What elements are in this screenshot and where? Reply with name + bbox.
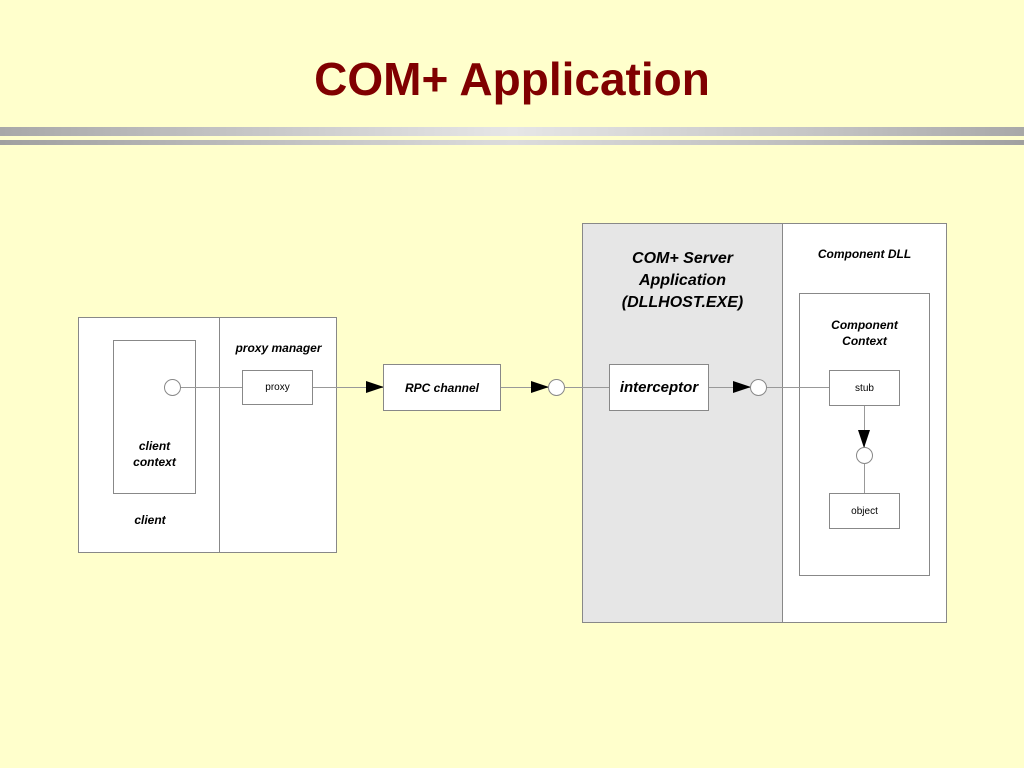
link-interface-to-object bbox=[864, 464, 865, 493]
server-application-panel bbox=[582, 223, 783, 623]
client-label: client bbox=[134, 513, 166, 527]
link-endpoint-to-stub bbox=[767, 387, 829, 388]
link-proxy-to-rpc bbox=[313, 387, 383, 388]
rpc-channel-box: RPC channel bbox=[383, 364, 501, 411]
arrow-to-server-endpoint-icon bbox=[531, 381, 549, 393]
server-application-label: COM+ Server Application (DLLHOST.EXE) bbox=[621, 250, 744, 311]
server-endpoint-icon bbox=[548, 379, 565, 396]
arrow-to-rpc-icon bbox=[366, 381, 384, 393]
interceptor-box: interceptor bbox=[609, 364, 709, 411]
object-interface-icon bbox=[856, 447, 873, 464]
client-interface-icon bbox=[164, 379, 181, 396]
title-divider-bottom bbox=[0, 140, 1024, 145]
component-context-label: Component Context bbox=[831, 318, 898, 348]
object-box: object bbox=[829, 493, 900, 529]
arrow-to-object-interface-icon bbox=[858, 430, 870, 448]
arrow-to-component-endpoint-icon bbox=[733, 381, 751, 393]
component-endpoint-icon bbox=[750, 379, 767, 396]
title-divider-top bbox=[0, 127, 1024, 136]
link-stub-to-object-interface bbox=[864, 406, 865, 447]
slide-title: COM+ Application bbox=[314, 53, 710, 105]
client-proxy-divider bbox=[219, 317, 220, 553]
link-interceptor-to-endpoint bbox=[709, 387, 750, 388]
link-client-to-proxy bbox=[180, 387, 242, 388]
stub-box: stub bbox=[829, 370, 900, 406]
proxy-manager-label: proxy manager bbox=[235, 341, 322, 355]
client-context-label: client context bbox=[133, 439, 176, 469]
proxy-box: proxy bbox=[242, 370, 313, 405]
link-endpoint-to-interceptor bbox=[565, 387, 609, 388]
component-dll-label: Component DLL bbox=[817, 247, 912, 261]
client-context-box bbox=[113, 340, 196, 494]
link-rpc-to-endpoint bbox=[501, 387, 548, 388]
